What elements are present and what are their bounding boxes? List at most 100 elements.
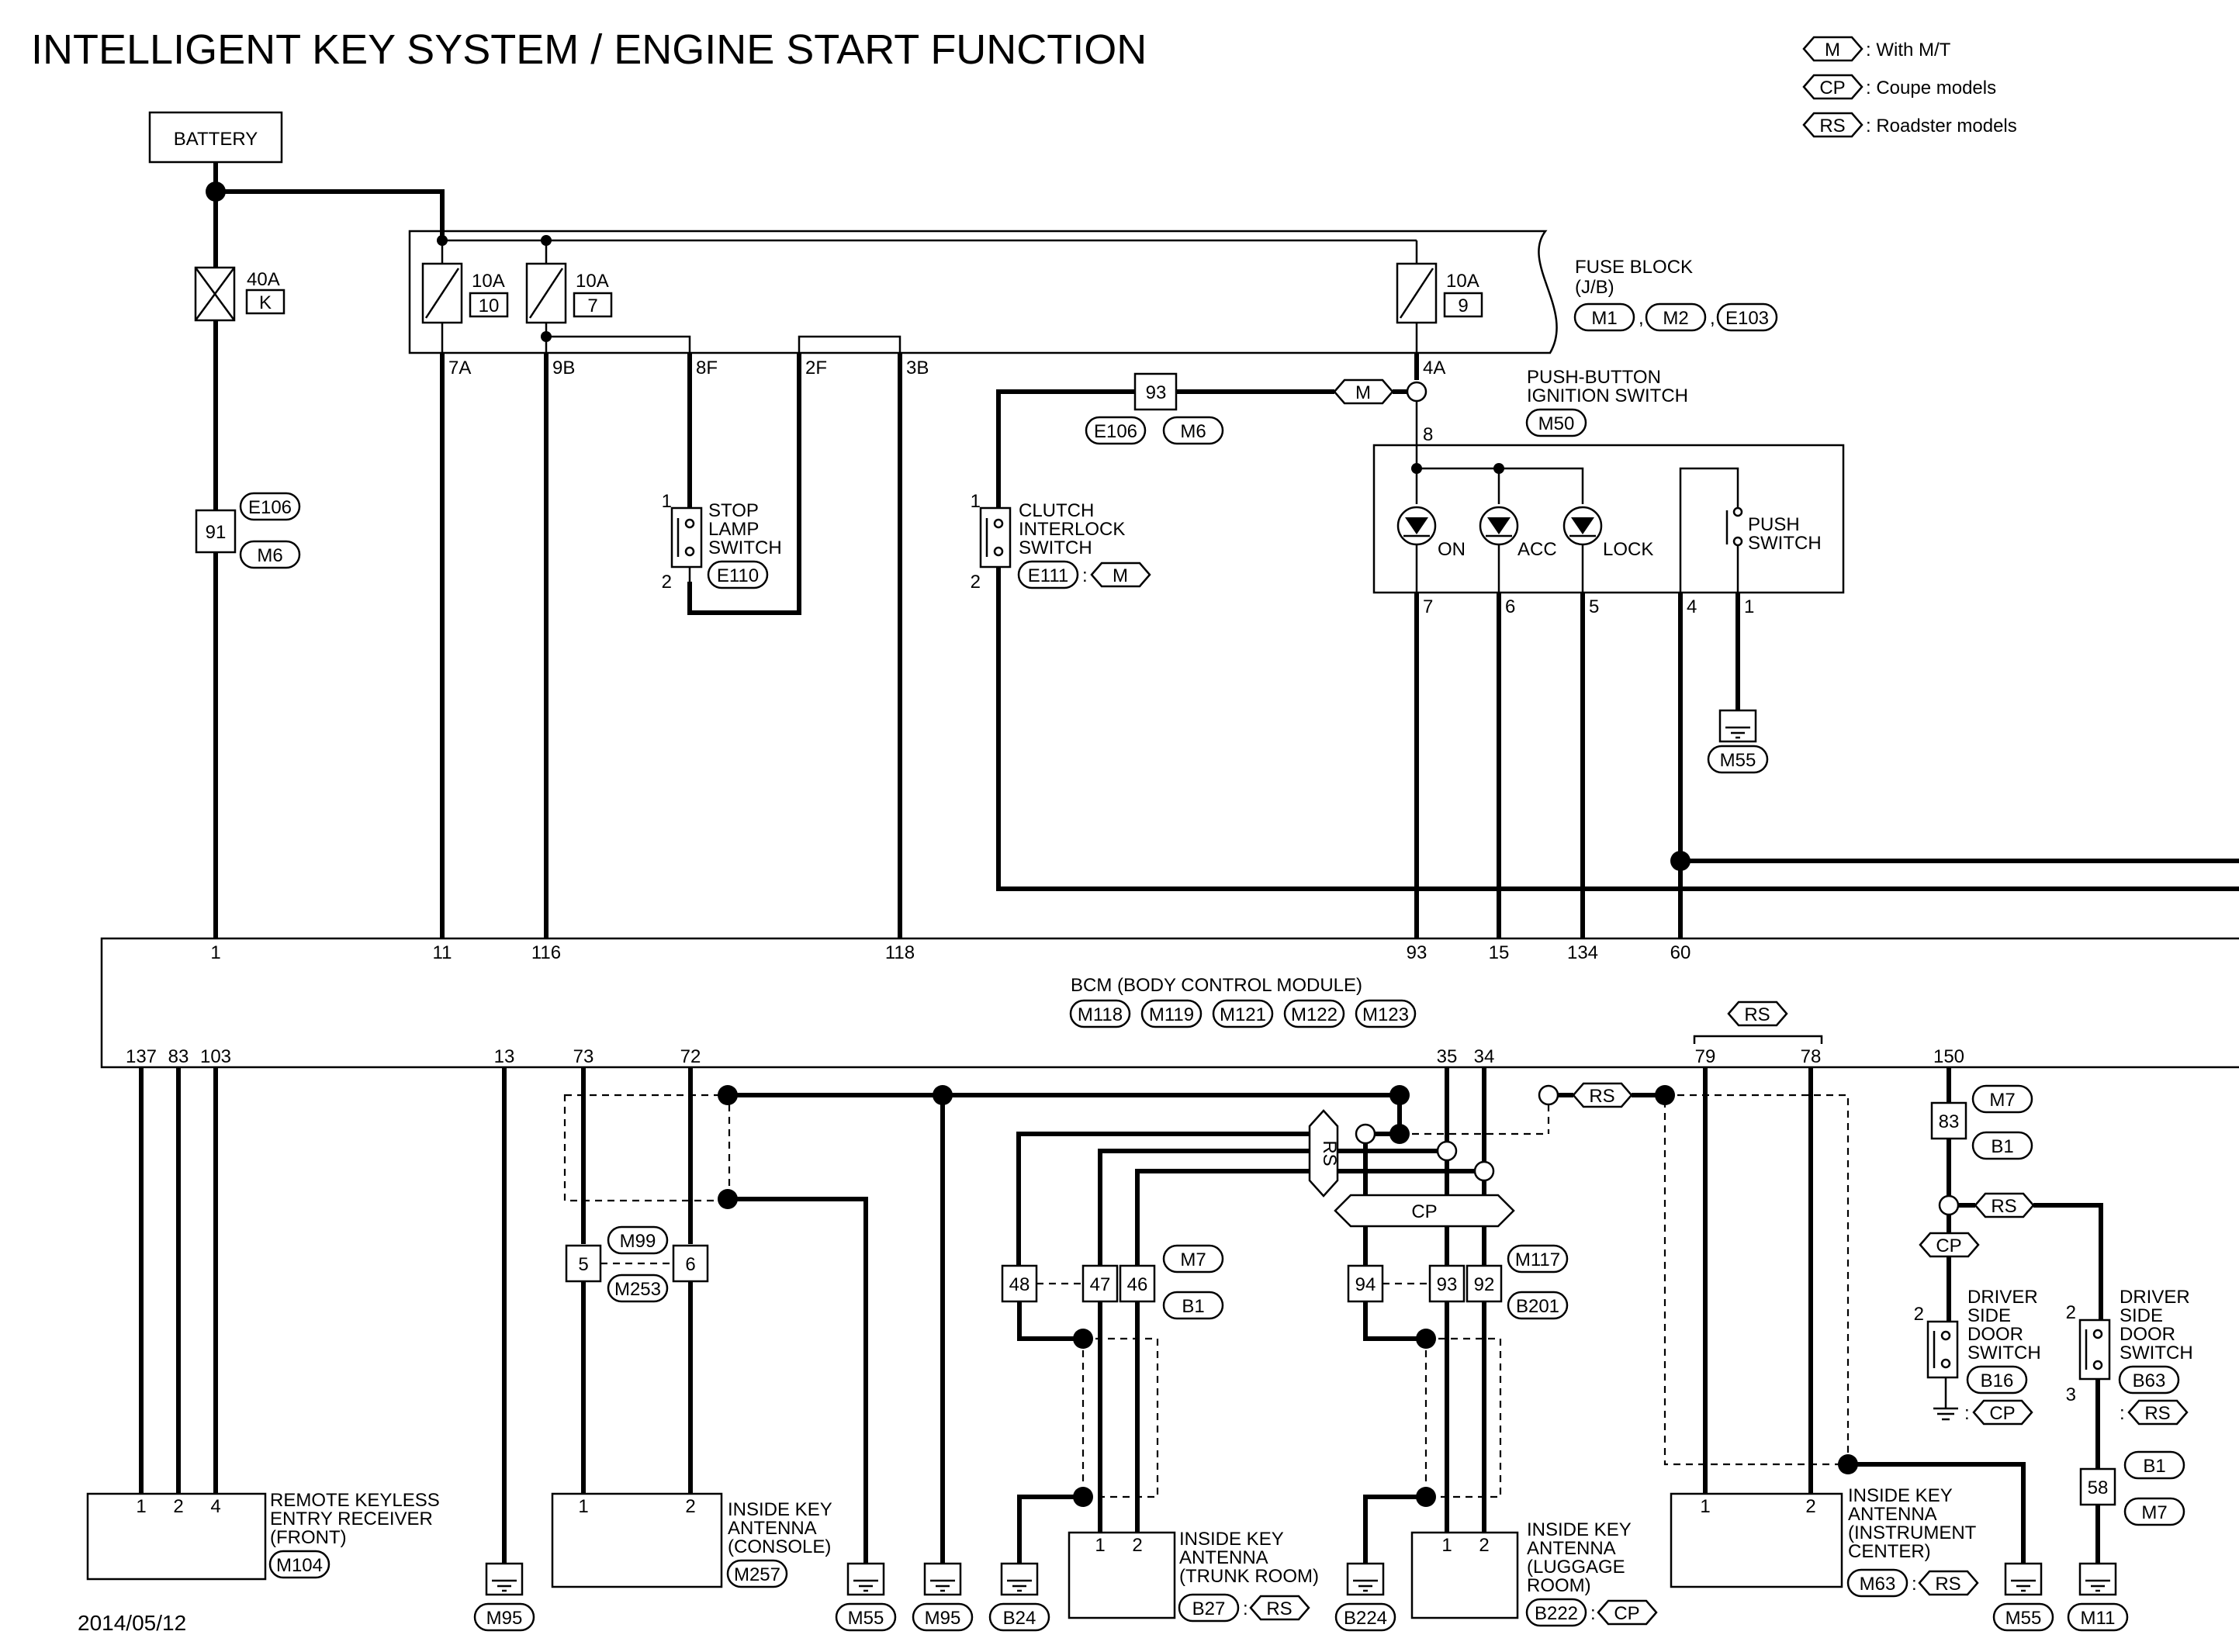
label-text: B24 — [1003, 1608, 1036, 1629]
label-text: 58 — [2088, 1477, 2109, 1498]
label-text: M122 — [1291, 1004, 1338, 1025]
component-box — [1663, 1094, 1850, 1466]
antenna-instrument-center — [1670, 1492, 1843, 1588]
label-text: E106 — [1094, 421, 1137, 442]
remote-keyless-receiver — [86, 1492, 267, 1581]
label-text: B1 — [2143, 1456, 2165, 1477]
label-text: DOOR — [1967, 1324, 2023, 1345]
label-text: 72 — [680, 1046, 701, 1067]
fuse-40a-id: K — [259, 292, 272, 313]
label-text: 150 — [1933, 1046, 1964, 1067]
label-text: 2 — [662, 572, 672, 593]
legend-tag-cp — [1802, 74, 1864, 100]
component-box — [1443, 292, 1483, 318]
component-box — [1846, 1568, 1909, 1598]
wire — [1017, 1301, 1083, 1341]
wire — [1693, 1035, 1823, 1044]
ground-b224: B224 — [1334, 1562, 1396, 1632]
push-switch-label: PUSH — [1748, 514, 1800, 535]
label-text: ENTRY RECEIVER — [270, 1509, 433, 1529]
ground-m95-b: M95 — [912, 1562, 974, 1632]
antenna-trunk-room — [1068, 1531, 1176, 1619]
antenna-console-label: INSIDE KEY — [728, 1499, 832, 1520]
label-text: 7 — [587, 295, 597, 316]
component-box — [2118, 1365, 2180, 1395]
label-text: 1 — [210, 942, 220, 963]
label-text: 1 — [1700, 1496, 1710, 1517]
connector-tag-e106 — [239, 492, 301, 521]
legend-tag-m-label: M — [1825, 40, 1840, 60]
label-text: M253 — [614, 1279, 661, 1300]
label-text: 4A — [1423, 358, 1445, 378]
label-text: B1 — [1182, 1296, 1204, 1317]
tag-m-clutch-branch — [1333, 378, 1394, 405]
component-box — [607, 1274, 669, 1303]
component-box — [1178, 1593, 1240, 1623]
label-text: , — [1710, 308, 1715, 329]
joint-connector-91 — [195, 509, 237, 554]
connector-tag-e111 — [1017, 560, 1079, 589]
ground-m11: M11 — [2067, 1562, 2129, 1632]
junction-dot — [1355, 1123, 1376, 1145]
legend-tag-rs-label: RS — [1819, 116, 1845, 137]
ignition-switch-label: PUSH-BUTTON — [1527, 367, 1661, 388]
label-text: 2 — [1479, 1535, 1489, 1556]
label-text: 7A — [448, 358, 471, 378]
label-text: 1 — [662, 491, 672, 512]
label-text: M104 — [276, 1555, 323, 1576]
label-text: : — [1590, 1603, 1596, 1624]
label-text: RS — [1744, 1004, 1770, 1025]
tag-shape — [1597, 1599, 1658, 1626]
component-box — [469, 292, 509, 318]
component-box — [1140, 999, 1203, 1028]
label-text: M121 — [1220, 1004, 1266, 1025]
label-text: B63 — [2133, 1370, 2166, 1391]
component-box — [607, 1225, 669, 1255]
wire — [798, 335, 901, 353]
label-text: M7 — [1989, 1090, 2015, 1111]
component-box — [1346, 1562, 1385, 1596]
joint-connector-92 — [1466, 1264, 1503, 1303]
wire — [1016, 1132, 1334, 1266]
component-box — [2004, 1562, 2043, 1596]
driver-door-switch-rs: 2 3 DRIVER SIDE DOOR SWITCH B63 : RS — [2066, 1287, 2193, 1426]
fuse-block-label: FUSE BLOCK — [1575, 257, 1693, 278]
junction-dot — [1938, 1194, 1960, 1216]
label-text: 1 — [1441, 1535, 1452, 1556]
label-text: B222 — [1535, 1603, 1578, 1624]
joint-connector-93b — [1428, 1264, 1466, 1303]
label-text: 118 — [885, 942, 915, 963]
label-text: : — [1082, 565, 1088, 586]
label-text: 8 — [1423, 424, 1433, 445]
legend-item-rs: : Roadster models — [1866, 116, 2017, 137]
wire — [546, 335, 691, 353]
ground-m95-a: M95 — [473, 1562, 535, 1632]
driver-door-switch-cp: 2 DRIVER SIDE DOOR SWITCH B16 : CP — [1914, 1287, 2041, 1426]
antenna-luggage-label: INSIDE KEY — [1527, 1519, 1632, 1540]
ground-m55-a: M55 — [835, 1562, 897, 1632]
label-text: 11 — [433, 942, 452, 963]
component-box — [912, 1602, 974, 1632]
tag-m-clutch — [1090, 562, 1151, 588]
label-text: RS — [1589, 1086, 1614, 1107]
junction-dot — [2092, 1329, 2103, 1339]
label-text: 3B — [906, 358, 929, 378]
label-text: : — [2120, 1403, 2125, 1424]
battery-box — [148, 111, 283, 164]
component-box — [1971, 1084, 2033, 1114]
antenna-trunk-label: INSIDE KEY — [1179, 1529, 1284, 1550]
label-text: SWITCH — [708, 537, 782, 558]
label-text: SWITCH — [1967, 1343, 2041, 1363]
label-text: (CONSOLE) — [728, 1536, 831, 1557]
label-text: 1 — [1744, 596, 1754, 617]
label-text: SWITCH — [2120, 1343, 2193, 1363]
label-text: (TRUNK ROOM) — [1179, 1566, 1319, 1587]
label-text: RS — [2144, 1403, 2170, 1424]
label-text: E103 — [1725, 308, 1769, 329]
label-text: RS — [1991, 1196, 2016, 1217]
fuse-block-outline — [408, 230, 1558, 354]
tag-cp-door — [1919, 1232, 1980, 1258]
junction-dot — [1436, 1140, 1458, 1162]
wire — [1363, 1495, 1426, 1564]
